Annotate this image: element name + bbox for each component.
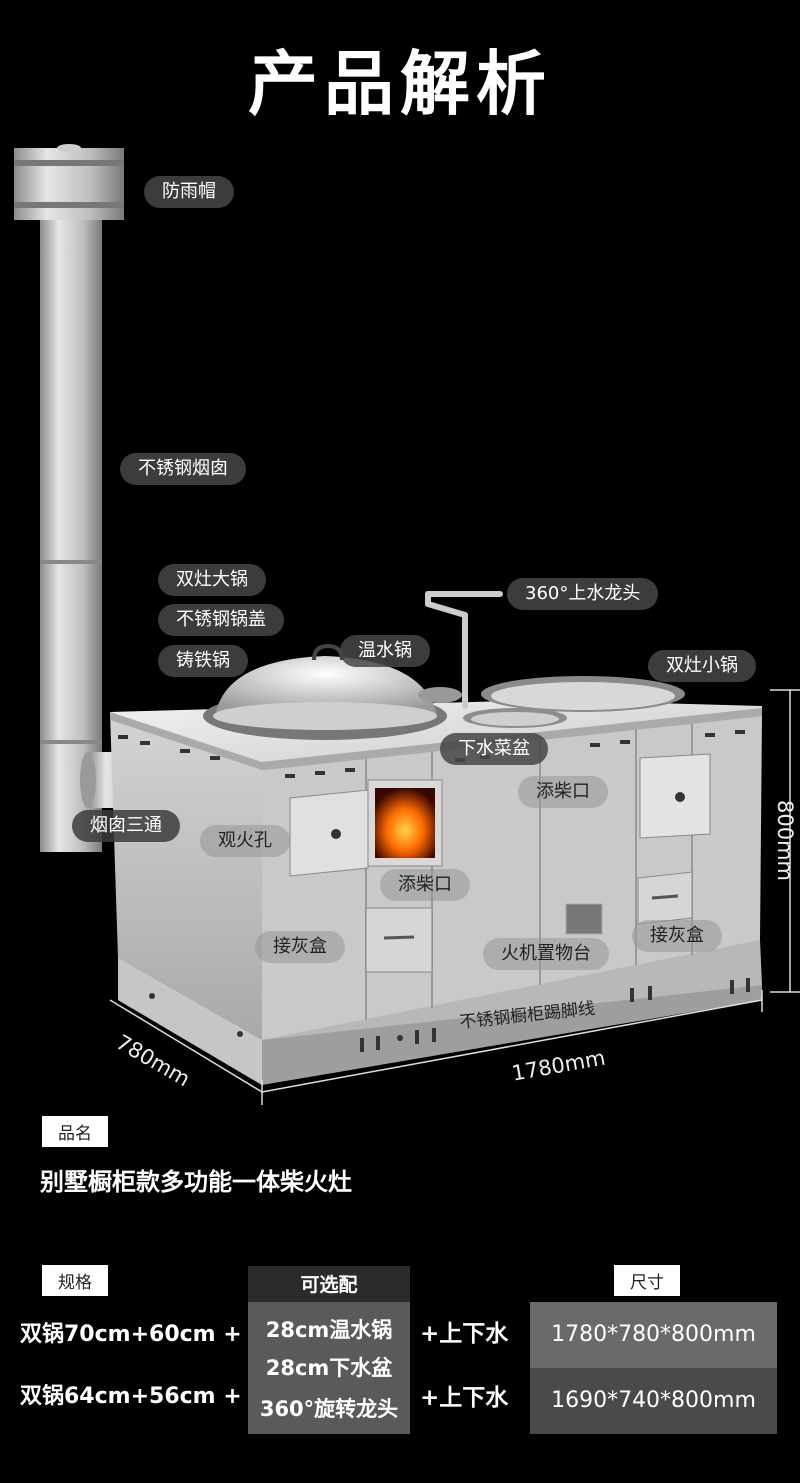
callout-pot-lid: 不锈钢锅盖: [158, 604, 284, 636]
callout-rain-cap: 防雨帽: [144, 176, 234, 208]
pot-lid-shape: [215, 656, 437, 716]
lighter-shelf-shape: [565, 903, 603, 935]
water-option: +上下水: [420, 1321, 509, 1347]
callout-big-pot: 双灶大锅: [158, 564, 266, 596]
optional-label: 可选配: [300, 1274, 358, 1296]
spec-label: 规格: [42, 1265, 108, 1296]
warm-water-pot-shape: [418, 687, 462, 703]
size-label: 尺寸: [614, 1265, 680, 1296]
product-name: 别墅橱柜款多功能一体柴火灶: [40, 1168, 352, 1196]
callout-chimney: 不锈钢烟囱: [120, 453, 246, 485]
rain-cap-shape: [14, 148, 124, 220]
callout-chimney-tee: 烟囱三通: [72, 810, 180, 842]
callout-fuel-port-right: 添柴口: [518, 776, 608, 808]
callout-ash-box-left: 接灰盒: [255, 931, 345, 963]
faucet-shape: [425, 591, 503, 709]
chimney-pipe-shape: [40, 220, 102, 852]
callout-lighter-shelf: 火机置物台: [483, 938, 609, 970]
callout-drain-basin: 下水菜盆: [440, 733, 548, 765]
size-value: 1780*780*800mm: [530, 1302, 777, 1368]
water-option: +上下水: [420, 1385, 509, 1411]
stove-illustration: [14, 144, 800, 1105]
callout-small-pot: 双灶小锅: [648, 650, 756, 682]
optional-item: 28cm温水锅: [265, 1318, 393, 1342]
product-name-label: 品名: [42, 1116, 108, 1147]
fire-window-flame: [375, 788, 435, 858]
optional-header: [248, 1266, 410, 1302]
vent-slots: [118, 730, 750, 1052]
spec-row: 双锅70cm+60cm +: [20, 1322, 242, 1347]
spec-row: 双锅64cm+56cm +: [20, 1384, 242, 1409]
left-door-shape: [289, 789, 369, 877]
callout-ash-box-right: 接灰盒: [632, 920, 722, 952]
ash-drawer-left: [365, 907, 433, 973]
callout-faucet: 360°上水龙头: [507, 578, 659, 610]
dimension-height: 800mm: [773, 800, 797, 881]
size-value: 1690*740*800mm: [530, 1368, 777, 1434]
callout-cast-iron-pot: 铸铁锅: [158, 645, 248, 677]
callout-view-hole: 观火孔: [200, 825, 290, 857]
dimension-lines: [109, 689, 800, 1105]
callout-fuel-port-center: 添柴口: [380, 869, 470, 901]
right-door-shape: [639, 753, 711, 839]
cabinet-left-side: [110, 712, 262, 1040]
optional-item: 28cm下水盆: [265, 1356, 393, 1380]
page-title: 产品解析: [248, 43, 552, 125]
optional-item: 360°旋转龙头: [259, 1397, 399, 1421]
callout-warm-water-pot: 温水锅: [340, 635, 430, 667]
